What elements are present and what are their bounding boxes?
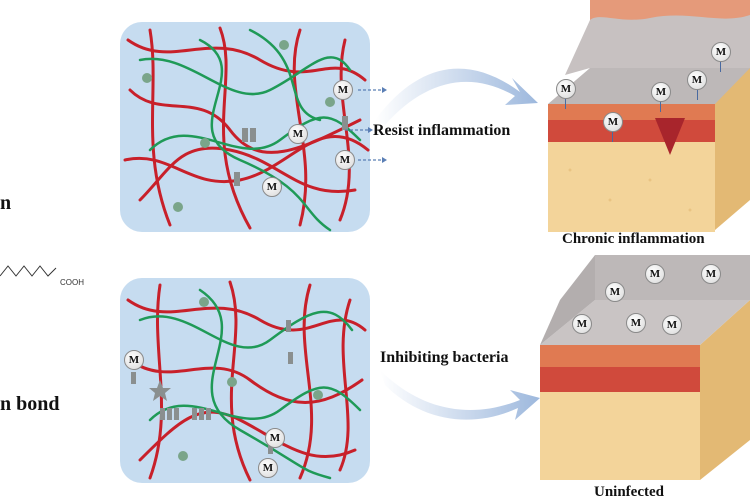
marker-m: M [651, 82, 671, 102]
marker-m: M [605, 282, 625, 302]
left-label-top-fragment: n [0, 192, 12, 214]
skin-label-uninfected: Uninfected [594, 484, 664, 500]
marker-m: M [687, 70, 707, 90]
green-fibers-top [138, 28, 362, 232]
marker-m: M [701, 264, 721, 284]
marker-m: M [333, 80, 353, 100]
marker-m: M [288, 124, 308, 144]
mesh-blocks-top [234, 116, 348, 186]
marker-m: M [124, 350, 144, 370]
marker-m: M [262, 177, 282, 197]
marker-m: M [335, 150, 355, 170]
marker-m: M [711, 42, 731, 62]
mesh-blocks-bottom [131, 320, 293, 454]
release-pin [612, 132, 613, 142]
left-label-bottom-fragment: n bond [0, 393, 60, 415]
green-dots-bottom [178, 297, 323, 461]
release-pin [565, 99, 566, 109]
arrow-label-resist-inflammation: Resist inflammation [373, 122, 511, 139]
skin-block-inflamed [548, 0, 750, 232]
arrow-resist-inflammation [375, 68, 538, 125]
release-arrows [345, 87, 387, 163]
skin-block-healthy [540, 255, 750, 480]
release-pin [660, 102, 661, 112]
star-icon [149, 380, 171, 401]
marker-m: M [258, 458, 278, 478]
marker-m: M [603, 112, 623, 132]
skin-label-chronic-inflammation: Chronic inflammation [562, 231, 705, 247]
green-fibers-bottom [138, 288, 362, 480]
marker-m: M [645, 264, 665, 284]
red-fibers-top [123, 26, 370, 230]
release-pin [697, 90, 698, 100]
marker-m: M [556, 79, 576, 99]
chain-structure-icon [0, 265, 57, 277]
hydrogel-panel-bottom [120, 278, 370, 483]
arrow-label-inhibiting-bacteria: Inhibiting bacteria [380, 349, 509, 366]
green-dots-top [142, 40, 335, 212]
red-fibers-bottom [126, 280, 367, 482]
chem-group-label: COOH [60, 278, 84, 287]
hydrogel-panel-top [120, 22, 370, 232]
marker-m: M [626, 313, 646, 333]
marker-m: M [572, 314, 592, 334]
arrow-inhibiting-bacteria [380, 370, 540, 420]
marker-m: M [265, 428, 285, 448]
marker-m: M [662, 315, 682, 335]
release-pin [720, 62, 721, 72]
